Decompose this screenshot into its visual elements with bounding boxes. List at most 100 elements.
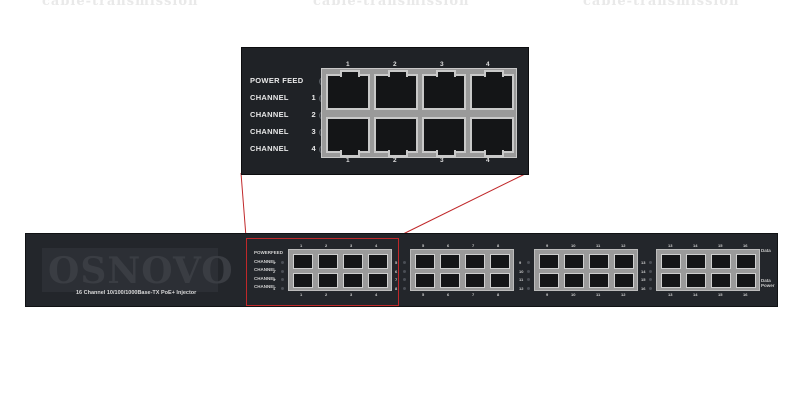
channel-number: 6 bbox=[395, 268, 398, 274]
port-number-bottom: 7 bbox=[472, 292, 475, 297]
port-number-top: 12 bbox=[621, 243, 626, 248]
rj45-port bbox=[736, 273, 756, 288]
rj45-port bbox=[422, 70, 466, 110]
zoom-port-number: 1 bbox=[346, 61, 350, 68]
zoom-label: POWER FEED bbox=[250, 76, 304, 85]
rj45-port bbox=[686, 273, 706, 288]
power-feed-label: POWERFEED bbox=[254, 250, 284, 255]
rj45-port bbox=[589, 254, 609, 269]
zoom-port-number: 1 bbox=[346, 157, 350, 164]
led-indicator bbox=[649, 278, 652, 281]
rj45-port bbox=[686, 254, 706, 269]
zoom-channel-number: 3 bbox=[311, 127, 316, 136]
model-label: 16 Channel 10/100/1000Base-TX PoE+ Injec… bbox=[76, 290, 197, 296]
led-indicator bbox=[403, 286, 406, 290]
led-indicator bbox=[281, 261, 284, 264]
led-indicator bbox=[527, 261, 530, 264]
port-number-bottom: 15 bbox=[718, 292, 723, 297]
watermark: cable-transmission bbox=[313, 0, 470, 9]
port-block bbox=[288, 249, 392, 291]
channel-number: 10 bbox=[519, 268, 524, 274]
rj45-port bbox=[326, 117, 370, 157]
zoom-channel-labels: POWER FEED CHANNEL 1 CHANNEL 2 CHANNEL 3… bbox=[250, 76, 328, 161]
port-block bbox=[410, 249, 514, 291]
rj45-port bbox=[343, 254, 363, 269]
zoom-channel-number: 4 bbox=[311, 144, 316, 153]
rj45-port bbox=[614, 273, 634, 288]
port-number-bottom: 2 bbox=[325, 292, 328, 297]
port-number-bottom: 4 bbox=[375, 292, 378, 297]
port-number-top: 9 bbox=[546, 243, 549, 248]
rj45-port bbox=[326, 70, 370, 110]
watermark: cable-transmission bbox=[42, 0, 199, 9]
channel-label: CHANNEL bbox=[254, 275, 276, 281]
port-block bbox=[534, 249, 638, 291]
led-indicator bbox=[649, 269, 652, 273]
port-number-top: 11 bbox=[596, 243, 601, 248]
channel-number: 14 bbox=[641, 268, 646, 274]
port-number-top: 4 bbox=[375, 243, 378, 248]
rj45-port bbox=[736, 254, 756, 269]
zoom-channel-row: CHANNEL 4 bbox=[250, 144, 328, 161]
zoom-port-number: 4 bbox=[486, 61, 490, 68]
led-indicator bbox=[403, 269, 406, 273]
zoom-highlight-box bbox=[246, 238, 399, 306]
zoom-port-block bbox=[321, 68, 517, 158]
rj45-port bbox=[564, 254, 584, 269]
rj45-port bbox=[490, 273, 510, 288]
rj45-port bbox=[614, 254, 634, 269]
zoom-port-number: 2 bbox=[393, 61, 397, 68]
rj45-port bbox=[539, 254, 559, 269]
brand-logo: OSNOVO bbox=[48, 250, 234, 292]
port-number-top: 1 bbox=[300, 243, 303, 248]
rj45-port bbox=[470, 117, 514, 157]
channel-number: 2 bbox=[273, 268, 276, 274]
channel-number: 7 bbox=[395, 277, 398, 282]
port-number-bottom: 3 bbox=[350, 292, 353, 297]
logo-panel: OSNOVO bbox=[42, 248, 233, 292]
port-number-bottom: 14 bbox=[693, 292, 698, 297]
rj45-port bbox=[465, 254, 485, 269]
zoom-port-number: 4 bbox=[486, 157, 490, 164]
port-number-top: 6 bbox=[447, 243, 450, 248]
led-indicator bbox=[527, 278, 530, 281]
channel-number: 16 bbox=[641, 285, 646, 291]
rj45-port bbox=[293, 254, 313, 269]
rj45-port bbox=[440, 273, 460, 288]
port-number-bottom: 13 bbox=[668, 292, 673, 297]
rj45-port bbox=[318, 254, 338, 269]
rj45-port bbox=[589, 273, 609, 288]
side-label-data: Data bbox=[761, 248, 771, 253]
port-number-top: 10 bbox=[571, 243, 576, 248]
zoom-channel-row: CHANNEL 2 bbox=[250, 110, 328, 127]
zoom-port-number: 3 bbox=[440, 61, 444, 68]
rj45-port bbox=[415, 273, 435, 288]
channel-number: 9 bbox=[519, 260, 522, 265]
rj45-port bbox=[490, 254, 510, 269]
port-number-top: 8 bbox=[497, 243, 500, 248]
rj45-port bbox=[661, 254, 681, 269]
port-number-top: 16 bbox=[743, 243, 748, 248]
port-number-top: 15 bbox=[718, 243, 723, 248]
port-number-top: 7 bbox=[472, 243, 475, 248]
zoom-label: CHANNEL bbox=[250, 93, 289, 102]
group-labels: POWERFEED CHANNEL CHANNEL CHANNEL CHANNE… bbox=[254, 250, 283, 293]
rj45-port bbox=[293, 273, 313, 288]
port-block bbox=[656, 249, 760, 291]
led-indicator bbox=[281, 278, 284, 281]
channel-number: 13 bbox=[641, 260, 646, 265]
side-label-power: Data Power bbox=[761, 278, 775, 288]
channel-number: 5 bbox=[395, 260, 398, 265]
zoom-channel-row: CHANNEL 1 bbox=[250, 93, 328, 110]
rj45-port bbox=[318, 273, 338, 288]
led-indicator bbox=[281, 269, 284, 273]
rj45-port bbox=[368, 254, 388, 269]
zoom-channel-number: 2 bbox=[311, 110, 316, 119]
port-number-top: 3 bbox=[350, 243, 353, 248]
port-number-bottom: 6 bbox=[447, 292, 450, 297]
channel-number: 1 bbox=[273, 260, 276, 265]
rj45-port bbox=[564, 273, 584, 288]
port-number-bottom: 1 bbox=[300, 292, 303, 297]
port-number-bottom: 12 bbox=[621, 292, 626, 297]
channel-number: 15 bbox=[641, 277, 646, 282]
